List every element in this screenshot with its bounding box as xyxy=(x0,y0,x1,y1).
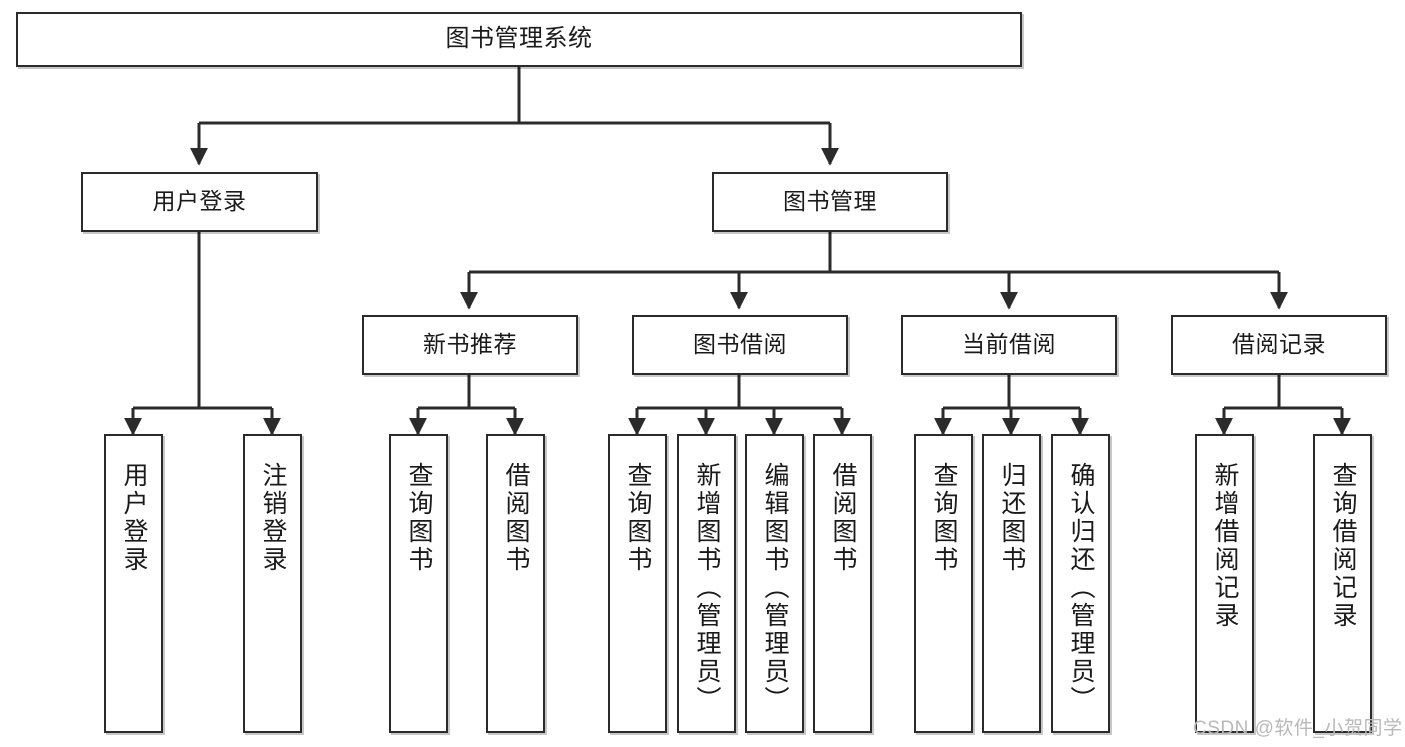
node-leaf-query-book-3[interactable]: 查询图书 xyxy=(914,434,973,733)
node-book-management[interactable]: 图书管理 xyxy=(712,172,948,232)
node-leaf-add-book-admin[interactable]: 新增图书（管理员） xyxy=(677,434,736,733)
node-new-book-recommend-label: 新书推荐 xyxy=(423,331,517,358)
node-current-borrow-label: 当前借阅 xyxy=(962,331,1056,358)
node-user-login[interactable]: 用户登录 xyxy=(81,172,318,232)
node-leaf-confirm-return-admin[interactable]: 确认归还（管理员） xyxy=(1051,434,1110,733)
node-leaf-add-borrow-record[interactable]: 新增借阅记录 xyxy=(1195,434,1254,733)
node-leaf-borrow-book-1[interactable]: 借阅图书 xyxy=(486,434,545,733)
node-leaf-return-book[interactable]: 归还图书 xyxy=(982,434,1041,733)
node-leaf-borrow-book-2[interactable]: 借阅图书 xyxy=(813,434,872,733)
node-leaf-add-borrow-record-label: 新增借阅记录 xyxy=(1211,462,1239,630)
node-root[interactable]: 图书管理系统 xyxy=(16,12,1022,67)
node-leaf-query-borrow-record-label: 查询借阅记录 xyxy=(1329,462,1357,630)
node-book-management-label: 图书管理 xyxy=(783,188,877,215)
node-leaf-query-book-2-label: 查询图书 xyxy=(624,462,652,574)
node-new-book-recommend[interactable]: 新书推荐 xyxy=(362,315,578,375)
node-book-borrow[interactable]: 图书借阅 xyxy=(632,315,848,375)
node-leaf-user-login[interactable]: 用户登录 xyxy=(104,434,163,733)
node-leaf-edit-book-admin-label: 编辑图书（管理员） xyxy=(761,462,789,714)
node-leaf-logout[interactable]: 注销登录 xyxy=(243,434,302,733)
node-leaf-query-borrow-record[interactable]: 查询借阅记录 xyxy=(1313,434,1372,733)
node-borrow-record[interactable]: 借阅记录 xyxy=(1171,315,1387,375)
node-leaf-borrow-book-1-label: 借阅图书 xyxy=(502,462,530,574)
node-leaf-user-login-label: 用户登录 xyxy=(120,462,148,574)
node-borrow-record-label: 借阅记录 xyxy=(1232,331,1326,358)
node-leaf-confirm-return-admin-label: 确认归还（管理员） xyxy=(1067,462,1095,714)
watermark: CSDN @软件_小贺同学 xyxy=(1193,718,1403,739)
node-leaf-query-book-2[interactable]: 查询图书 xyxy=(608,434,667,733)
node-root-label: 图书管理系统 xyxy=(445,25,593,53)
node-leaf-add-book-admin-label: 新增图书（管理员） xyxy=(693,462,721,714)
node-leaf-return-book-label: 归还图书 xyxy=(998,462,1026,574)
node-leaf-logout-label: 注销登录 xyxy=(259,462,287,574)
node-leaf-borrow-book-2-label: 借阅图书 xyxy=(829,462,857,574)
node-leaf-query-book-3-label: 查询图书 xyxy=(930,462,958,574)
node-user-login-label: 用户登录 xyxy=(152,188,247,215)
node-leaf-query-book-1-label: 查询图书 xyxy=(405,462,433,574)
node-leaf-edit-book-admin[interactable]: 编辑图书（管理员） xyxy=(745,434,804,733)
node-book-borrow-label: 图书借阅 xyxy=(693,331,787,358)
node-current-borrow[interactable]: 当前借阅 xyxy=(901,315,1117,375)
node-leaf-query-book-1[interactable]: 查询图书 xyxy=(389,434,448,733)
